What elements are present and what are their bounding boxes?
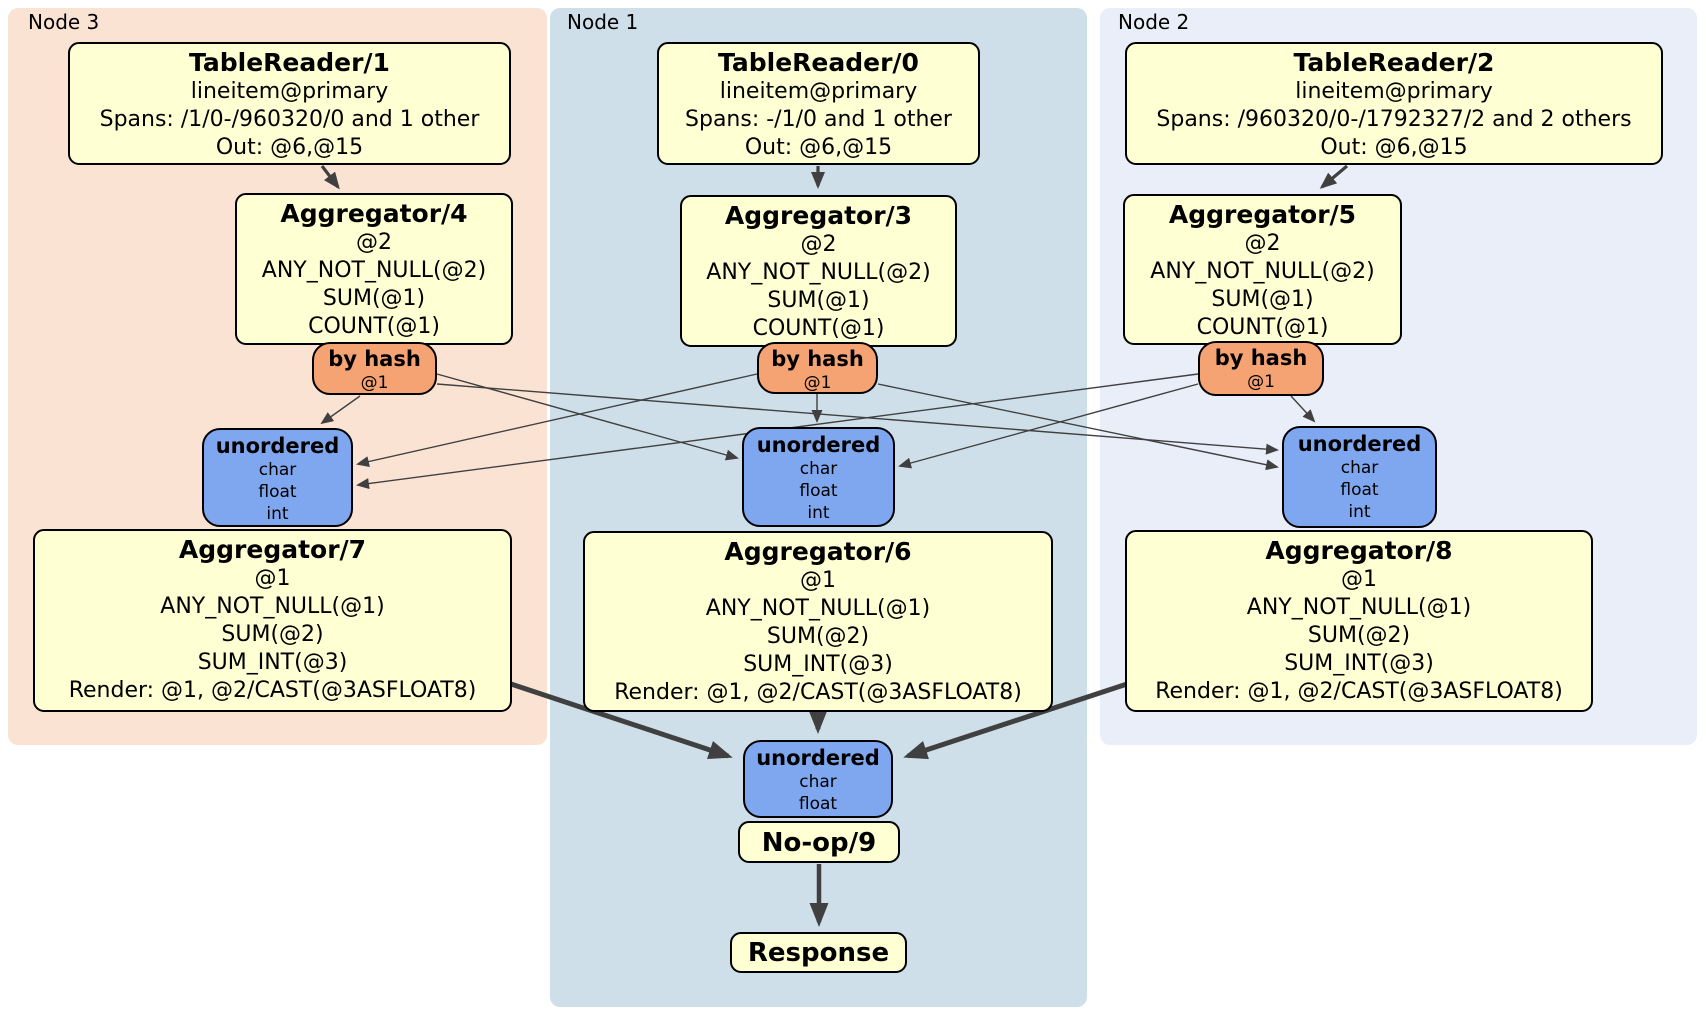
- box-title: Aggregator/3: [724, 201, 913, 230]
- sync-type: char: [258, 460, 297, 480]
- sync-title: unordered: [756, 433, 881, 457]
- sync-unordered-final: unordered char float: [743, 740, 893, 818]
- response-box: Response: [730, 932, 907, 973]
- sync-type: int: [807, 503, 830, 523]
- box-line: Out: @6,@15: [1320, 135, 1468, 160]
- box-line: Spans: /1/0-/960320/0 and 1 other: [99, 107, 480, 132]
- aggregator-7-box: Aggregator/7 @1 ANY_NOT_NULL(@1) SUM(@2)…: [33, 529, 512, 712]
- box-line: Render: @1, @2/CAST(@3ASFLOAT8): [614, 680, 1022, 705]
- aggregator-5-box: Aggregator/5 @2 ANY_NOT_NULL(@2) SUM(@1)…: [1123, 194, 1402, 345]
- sync-type: char: [799, 459, 838, 479]
- box-line: @1: [1341, 567, 1377, 592]
- box-title: TableReader/1: [189, 48, 390, 77]
- aggregator-8-box: Aggregator/8 @1 ANY_NOT_NULL(@1) SUM(@2)…: [1125, 530, 1593, 712]
- box-line: SUM_INT(@3): [1284, 651, 1434, 676]
- router-title: by hash: [771, 347, 864, 371]
- box-line: @2: [1244, 231, 1281, 256]
- box-line: Out: @6,@15: [215, 135, 364, 160]
- box-line: ANY_NOT_NULL(@1): [160, 594, 385, 619]
- box-title: Aggregator/7: [178, 535, 367, 564]
- box-title: Aggregator/8: [1265, 536, 1453, 565]
- box-line: SUM_INT(@3): [197, 650, 348, 675]
- router-arg: @1: [803, 373, 832, 393]
- node1-label: Node 1: [567, 10, 639, 34]
- aggregator-4-box: Aggregator/4 @2 ANY_NOT_NULL(@2) SUM(@1)…: [235, 193, 513, 345]
- box-line: @2: [800, 232, 837, 257]
- box-line: Render: @1, @2/CAST(@3ASFLOAT8): [1155, 679, 1563, 704]
- router-by-hash-node2: by hash @1: [1198, 341, 1324, 396]
- box-line: Render: @1, @2/CAST(@3ASFLOAT8): [68, 678, 477, 703]
- box-title: No-op/9: [761, 828, 877, 858]
- sync-title: unordered: [1297, 432, 1422, 456]
- aggregator-6-box: Aggregator/6 @1 ANY_NOT_NULL(@1) SUM(@2)…: [583, 531, 1053, 712]
- aggregator-3-box: Aggregator/3 @2 ANY_NOT_NULL(@2) SUM(@1)…: [680, 195, 957, 347]
- box-title: Aggregator/5: [1168, 200, 1357, 229]
- box-title: TableReader/2: [1293, 48, 1495, 77]
- tablereader-0-box: TableReader/0 lineitem@primary Spans: -/…: [657, 42, 980, 165]
- box-line: SUM(@1): [767, 288, 870, 313]
- box-line: SUM(@2): [766, 624, 870, 649]
- sync-type: float: [799, 481, 838, 501]
- box-line: lineitem@primary: [719, 79, 918, 104]
- box-line: ANY_NOT_NULL(@2): [1150, 259, 1375, 284]
- sync-unordered-node3: unordered char float int: [202, 428, 353, 527]
- noop-9-box: No-op/9: [738, 821, 900, 863]
- sync-type: int: [1348, 502, 1371, 522]
- box-title: Response: [747, 938, 890, 968]
- box-line: Spans: -/1/0 and 1 other: [685, 107, 952, 132]
- box-line: SUM_INT(@3): [743, 652, 893, 677]
- box-title: Aggregator/4: [280, 199, 468, 228]
- box-title: TableReader/0: [718, 48, 919, 77]
- box-line: COUNT(@1): [752, 316, 885, 341]
- box-line: SUM(@1): [1211, 287, 1314, 312]
- box-line: @1: [254, 566, 291, 591]
- tablereader-1-box: TableReader/1 lineitem@primary Spans: /1…: [68, 42, 511, 165]
- box-line: @1: [800, 568, 836, 593]
- sync-type: char: [1340, 458, 1379, 478]
- box-line: ANY_NOT_NULL(@2): [261, 258, 487, 283]
- tablereader-2-box: TableReader/2 lineitem@primary Spans: /9…: [1125, 42, 1663, 165]
- box-line: ANY_NOT_NULL(@2): [706, 260, 931, 285]
- sync-unordered-node1: unordered char float int: [742, 427, 895, 527]
- router-by-hash-node1: by hash @1: [757, 342, 878, 394]
- node3-label: Node 3: [28, 10, 100, 34]
- box-line: ANY_NOT_NULL(@1): [1246, 595, 1472, 620]
- sync-type: float: [258, 482, 297, 502]
- box-line: Spans: /960320/0-/1792327/2 and 2 others: [1156, 107, 1632, 132]
- box-line: COUNT(@1): [1196, 315, 1329, 340]
- node2-label: Node 2: [1118, 10, 1190, 34]
- box-line: SUM(@1): [322, 286, 426, 311]
- box-line: lineitem@primary: [190, 79, 389, 104]
- sync-type: char: [799, 772, 837, 792]
- router-title: by hash: [1214, 346, 1308, 370]
- box-line: @2: [356, 230, 392, 255]
- sync-type: int: [266, 504, 289, 524]
- router-title: by hash: [328, 347, 421, 371]
- box-line: SUM(@2): [1307, 623, 1411, 648]
- sync-title: unordered: [215, 434, 340, 458]
- box-line: lineitem@primary: [1295, 79, 1493, 104]
- sync-type: float: [1340, 480, 1379, 500]
- box-title: Aggregator/6: [724, 537, 912, 566]
- box-line: ANY_NOT_NULL(@1): [705, 596, 931, 621]
- sync-type: float: [798, 794, 838, 814]
- router-arg: @1: [1247, 372, 1275, 392]
- box-line: Out: @6,@15: [744, 135, 893, 160]
- box-line: COUNT(@1): [308, 314, 440, 339]
- sync-unordered-node2: unordered char float int: [1282, 426, 1437, 528]
- box-line: SUM(@2): [221, 622, 324, 647]
- router-arg: @1: [360, 373, 389, 393]
- router-by-hash-node3: by hash @1: [312, 342, 437, 395]
- sync-title: unordered: [756, 746, 880, 770]
